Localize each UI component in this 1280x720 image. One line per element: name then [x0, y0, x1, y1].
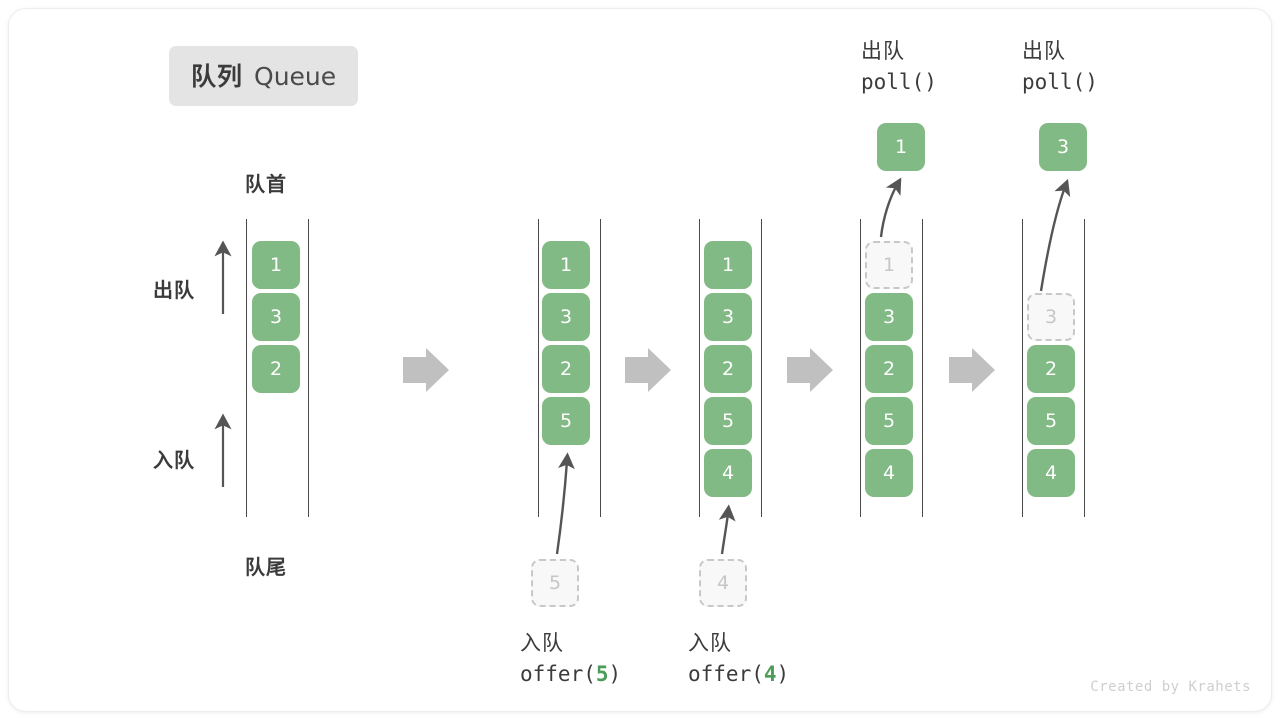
poll-1-code: poll(): [861, 70, 937, 95]
arrows-overlay: [214, 177, 1071, 555]
diagram-stage: 队列 Queue 队首 队尾 出队 入队 1 3 2 1 3 2 5 5 入队 …: [9, 9, 1271, 711]
queue-element: 3: [704, 293, 752, 341]
offer-5-label: 入队 offer(5): [520, 629, 621, 690]
queue-element: 1: [704, 241, 752, 289]
queue-element: 3: [865, 293, 913, 341]
poll-2-remove-arrow: [1039, 178, 1071, 292]
queue-element: 5: [865, 397, 913, 445]
offer-5-suffix: ): [608, 662, 622, 687]
queue-rail-left-1: [246, 219, 247, 517]
step-arrow-2: [625, 348, 671, 392]
queue-element-new: 4: [704, 449, 752, 497]
offer-4-suffix: ): [776, 662, 790, 687]
offer-4-code: offer(4): [688, 659, 789, 689]
queue-element: 3: [252, 293, 300, 341]
queue-element: 2: [704, 345, 752, 393]
diagram-title: 队列 Queue: [169, 46, 359, 106]
poll-1-remove-arrow: [879, 177, 902, 238]
queue-head-label: 队首: [245, 174, 287, 196]
offer-5-prefix: offer(: [520, 662, 596, 687]
offer-5-value: 5: [595, 662, 609, 687]
queue-element-new: 5: [542, 397, 590, 445]
watermark: Created by Krahets: [1090, 679, 1251, 695]
step-arrow-1: [403, 348, 449, 392]
queue-tail-label: 队尾: [245, 557, 287, 579]
queue-element: 2: [865, 345, 913, 393]
incoming-element-ghost: 5: [531, 559, 579, 607]
diagram-card: 队列 Queue 队首 队尾 出队 入队 1 3 2 1 3 2 5 5 入队 …: [8, 8, 1272, 712]
queue-rail-left-5: [1022, 219, 1023, 517]
queue-rail-left-4: [860, 219, 861, 517]
step-arrow-3: [787, 348, 833, 392]
title-chinese: 队列: [191, 63, 244, 91]
offer-5-insert-arrow: [555, 452, 575, 555]
title-english: Queue: [254, 62, 337, 91]
queue-element: 4: [1027, 449, 1075, 497]
offer-4-insert-arrow: [718, 504, 736, 555]
queue-rail-right-1: [308, 219, 309, 517]
queue-element: 2: [1027, 345, 1075, 393]
queue-rail-right-5: [1084, 219, 1085, 517]
offer-5-cn: 入队: [520, 632, 564, 655]
poll-1-cn: 出队: [861, 40, 905, 63]
offer-4-prefix: offer(: [688, 662, 764, 687]
outgoing-element-ghost: 3: [1027, 293, 1075, 341]
offer-5-code: offer(5): [520, 659, 621, 689]
queue-element: 1: [542, 241, 590, 289]
queue-element: 3: [542, 293, 590, 341]
queue-element: 5: [1027, 397, 1075, 445]
queue-element: 4: [865, 449, 913, 497]
step-arrow-4: [949, 348, 995, 392]
queue-element: 2: [542, 345, 590, 393]
queue-element: 2: [252, 345, 300, 393]
offer-4-label: 入队 offer(4): [688, 629, 789, 690]
queue-rail-right-4: [922, 219, 923, 517]
queue-rail-right-2: [600, 219, 601, 517]
poll-2-code: poll(): [1022, 70, 1098, 95]
queue-element: 1: [252, 241, 300, 289]
dequeue-direction-label: 出队: [153, 280, 195, 302]
poll-2-label: 出队 poll(): [1022, 37, 1098, 98]
queue-rail-left-2: [538, 219, 539, 517]
enqueue-direction-label: 入队: [153, 450, 195, 472]
polled-element: 3: [1039, 123, 1087, 171]
poll-2-cn: 出队: [1022, 40, 1066, 63]
queue-element: 5: [704, 397, 752, 445]
offer-4-cn: 入队: [688, 632, 732, 655]
offer-4-value: 4: [763, 662, 777, 687]
outgoing-element-ghost: 1: [865, 241, 913, 289]
queue-rail-right-3: [761, 219, 762, 517]
queue-rail-left-3: [699, 219, 700, 517]
poll-1-label: 出队 poll(): [861, 37, 937, 98]
incoming-element-ghost: 4: [699, 559, 747, 607]
polled-element: 1: [877, 123, 925, 171]
